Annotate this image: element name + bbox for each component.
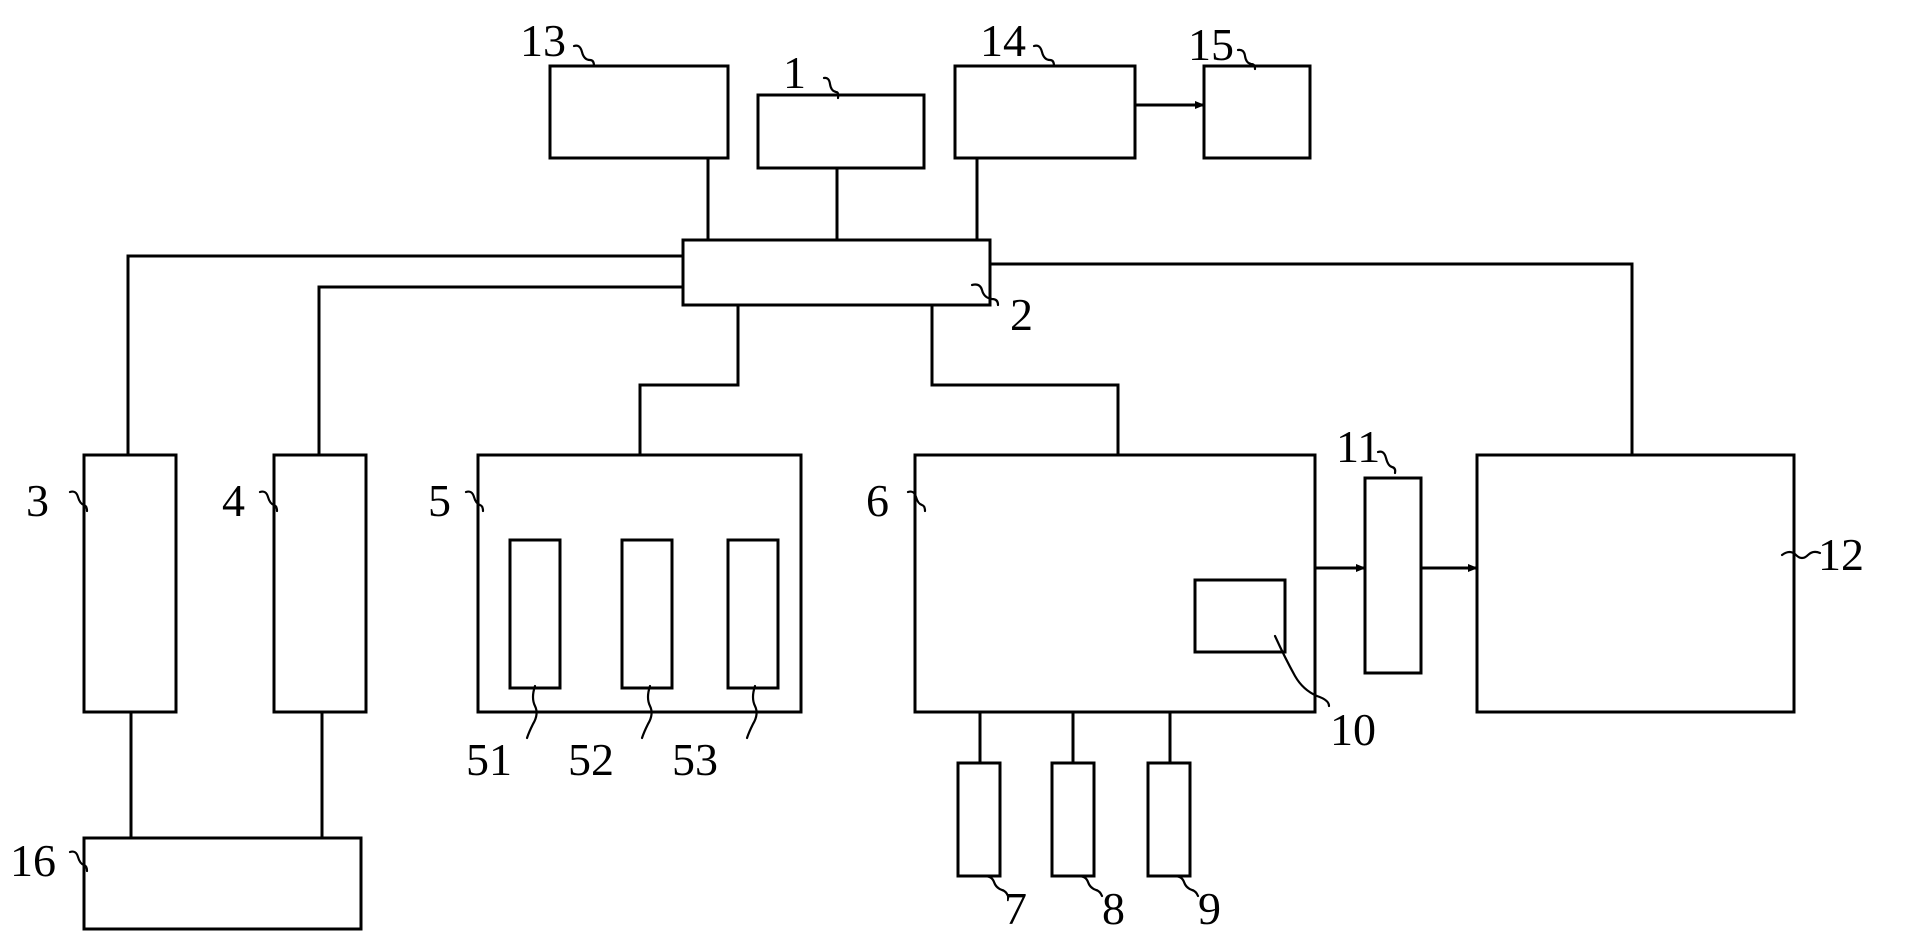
label-3: 3 (26, 475, 49, 526)
leader-6 (906, 490, 927, 513)
leader-4 (258, 490, 279, 513)
leader-lines (68, 44, 1822, 898)
connections (126, 101, 1634, 838)
label-53: 53 (672, 734, 718, 785)
leader-11 (1376, 450, 1397, 475)
reference-numerals: 13 1 14 15 2 3 4 5 6 11 12 10 51 52 53 7… (10, 15, 1864, 934)
wire-5-2 (638, 305, 740, 455)
block-52 (620, 538, 674, 690)
label-7: 7 (1004, 883, 1027, 934)
block-15 (1202, 64, 1312, 160)
label-4: 4 (222, 475, 245, 526)
leader-16 (68, 850, 89, 873)
leader-53 (745, 684, 758, 740)
block-16 (82, 836, 363, 931)
label-10: 10 (1330, 704, 1376, 755)
leader-7 (982, 874, 1010, 898)
leader-5 (464, 490, 485, 513)
leader-15 (1236, 48, 1257, 71)
wire-6-2 (930, 305, 1120, 455)
label-51: 51 (466, 734, 512, 785)
leader-3 (68, 490, 89, 513)
label-13: 13 (520, 15, 566, 66)
block-8 (1050, 761, 1096, 878)
block-51 (508, 538, 562, 690)
label-9: 9 (1198, 883, 1221, 934)
wire-3-2 (126, 254, 683, 455)
leader-10 (1273, 634, 1331, 708)
leader-14 (1032, 44, 1056, 68)
block-2 (681, 238, 992, 307)
block-3 (82, 453, 178, 714)
leader-12 (1780, 550, 1822, 560)
block-1 (756, 93, 926, 170)
label-8: 8 (1102, 883, 1125, 934)
block-13 (548, 64, 730, 160)
label-15: 15 (1188, 19, 1234, 70)
label-2: 2 (1010, 289, 1033, 340)
label-16: 16 (10, 835, 56, 886)
block-14 (953, 64, 1137, 160)
leader-52 (640, 684, 653, 740)
leader-51 (525, 684, 538, 740)
block-53 (726, 538, 780, 690)
leader-1 (822, 76, 840, 100)
wire-12-2 (990, 262, 1634, 455)
leader-2 (970, 283, 1000, 307)
leader-13 (572, 44, 596, 68)
blocks (82, 64, 1796, 931)
label-14: 14 (980, 15, 1026, 66)
leader-8 (1076, 874, 1104, 898)
block-4 (272, 453, 368, 714)
block-9 (1146, 761, 1192, 878)
label-6: 6 (866, 475, 889, 526)
block-7 (956, 761, 1002, 878)
leader-9 (1172, 874, 1200, 898)
label-5: 5 (428, 475, 451, 526)
block-12 (1475, 453, 1796, 714)
block-10 (1193, 578, 1287, 654)
label-11: 11 (1336, 421, 1380, 472)
label-12: 12 (1818, 529, 1864, 580)
label-1: 1 (783, 47, 806, 98)
block-11 (1363, 476, 1423, 675)
wire-4-2 (317, 285, 683, 455)
label-52: 52 (568, 734, 614, 785)
